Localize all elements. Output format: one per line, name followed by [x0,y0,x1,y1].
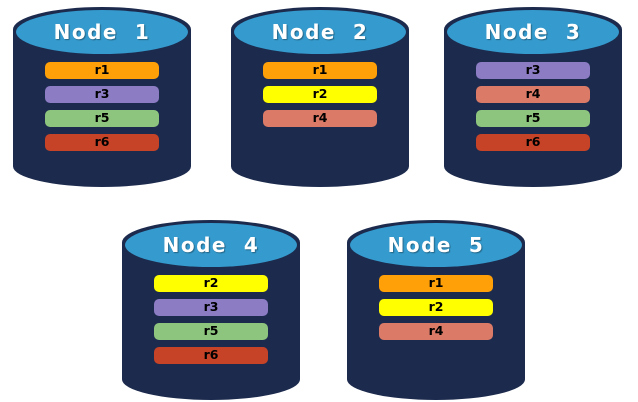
replica-bar-r2: r2 [379,299,493,316]
db-cylinder-top: Node 3 [447,10,619,54]
replica-list: r3 r4 r5 r6 [444,62,622,151]
replica-list: r1 r2 r4 [231,62,409,127]
replica-bar-r4: r4 [379,323,493,340]
replica-bar-r5: r5 [154,323,268,340]
db-node-1: Node 1 r1 r3 r5 r6 [13,7,191,187]
db-node-5: Node 5 r1 r2 r4 [347,220,525,400]
node-title: Node 5 [387,233,485,257]
db-node-2: Node 2 r1 r2 r4 [231,7,409,187]
node-title: Node 4 [162,233,260,257]
db-cylinder-top: Node 2 [234,10,406,54]
replica-bar-r4: r4 [263,110,377,127]
replica-bar-r5: r5 [476,110,590,127]
db-cylinder-top: Node 5 [350,223,522,267]
node-title: Node 2 [271,20,369,44]
replica-list: r1 r3 r5 r6 [13,62,191,151]
replica-bar-r1: r1 [263,62,377,79]
replica-bar-r3: r3 [45,86,159,103]
replica-bar-r4: r4 [476,86,590,103]
replica-bar-r5: r5 [45,110,159,127]
node-title: Node 3 [484,20,582,44]
db-cylinder-top: Node 4 [125,223,297,267]
node-title: Node 1 [53,20,151,44]
replica-bar-r2: r2 [154,275,268,292]
replica-bar-r6: r6 [476,134,590,151]
replica-list: r1 r2 r4 [347,275,525,340]
db-node-3: Node 3 r3 r4 r5 r6 [444,7,622,187]
replica-bar-r3: r3 [154,299,268,316]
replica-bar-r1: r1 [45,62,159,79]
db-cylinder-top: Node 1 [16,10,188,54]
replica-bar-r6: r6 [45,134,159,151]
replica-bar-r1: r1 [379,275,493,292]
replica-bar-r6: r6 [154,347,268,364]
replica-list: r2 r3 r5 r6 [122,275,300,364]
db-node-4: Node 4 r2 r3 r5 r6 [122,220,300,400]
replica-bar-r2: r2 [263,86,377,103]
replica-bar-r3: r3 [476,62,590,79]
